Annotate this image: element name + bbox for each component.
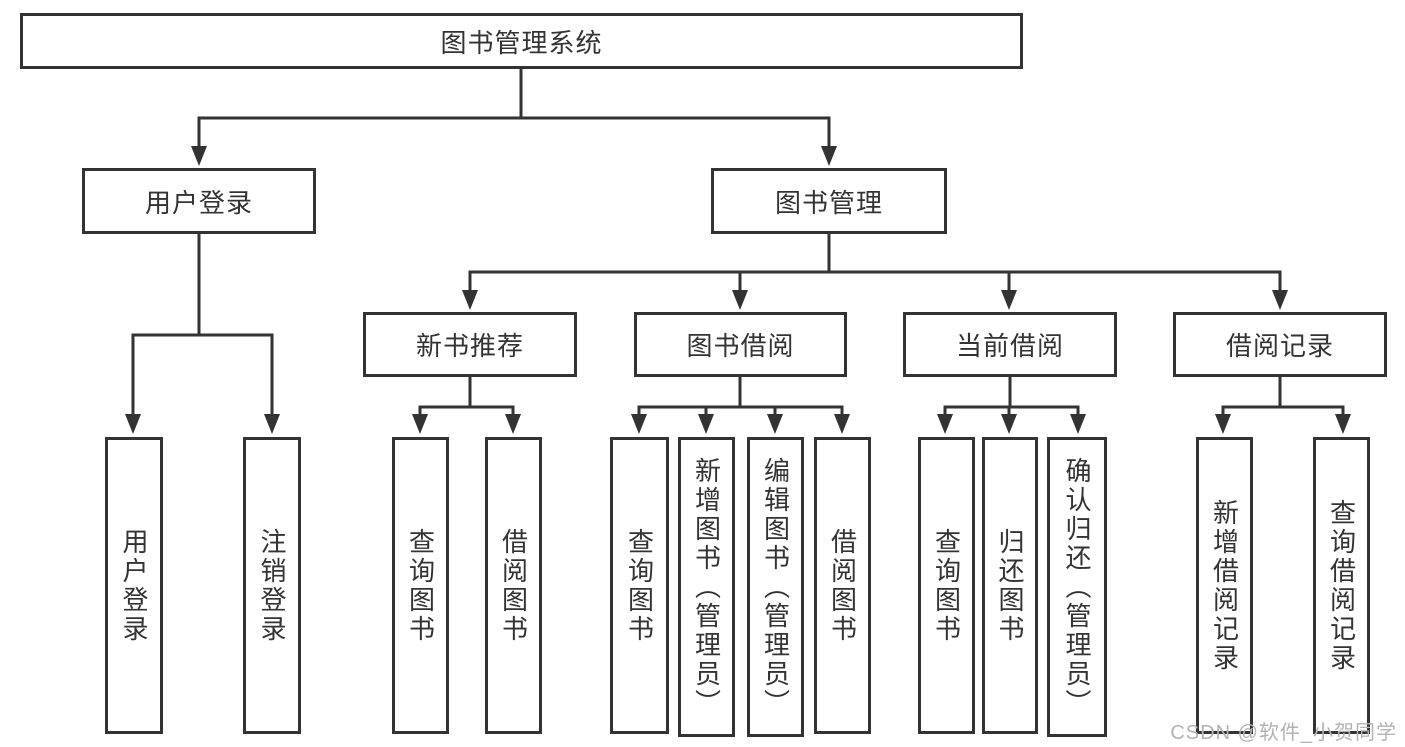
- arrowhead-icon: [698, 414, 714, 434]
- node-query-books-current: 查询图书: [918, 437, 975, 734]
- node-query-borrow-record: 查询借阅记录: [1313, 437, 1370, 734]
- node-borrow-books-leaf: 借阅图书: [814, 437, 871, 734]
- connector-line: [468, 270, 1282, 296]
- node-add-books-admin: 新增图书（管理员）: [678, 437, 735, 737]
- node-book-management-branch: 图书管理: [711, 168, 947, 234]
- node-logout-leaf: 注销登录: [243, 437, 301, 734]
- arrowhead-icon: [767, 414, 783, 434]
- node-user-login-branch: 用户登录: [82, 168, 316, 234]
- arrowhead-icon: [505, 414, 521, 434]
- connector-line: [1221, 405, 1345, 420]
- node-query-books-recommend: 查询图书: [392, 437, 449, 734]
- arrowhead-icon: [1335, 414, 1351, 434]
- node-current-borrowing: 当前借阅: [903, 312, 1117, 377]
- node-confirm-return-admin: 确认归还（管理员）: [1047, 437, 1107, 737]
- node-borrow-books-recommend: 借阅图书: [485, 437, 542, 734]
- arrowhead-icon: [1070, 414, 1086, 434]
- node-borrowing-records: 借阅记录: [1173, 312, 1387, 377]
- connector-line: [418, 405, 515, 420]
- arrowhead-icon: [191, 146, 207, 166]
- arrowhead-icon: [631, 414, 647, 434]
- arrowhead-icon: [1272, 290, 1288, 310]
- arrowhead-icon: [264, 414, 280, 434]
- arrowhead-icon: [412, 414, 428, 434]
- connector-line: [637, 405, 844, 420]
- arrowhead-icon: [821, 146, 837, 166]
- connector-line: [943, 405, 1080, 420]
- node-return-books: 归还图书: [982, 437, 1038, 734]
- arrowhead-icon: [732, 290, 748, 310]
- arrowhead-icon: [125, 414, 141, 434]
- node-add-borrow-record: 新增借阅记录: [1196, 437, 1253, 734]
- arrowhead-icon: [937, 414, 953, 434]
- arrowhead-icon: [1001, 290, 1017, 310]
- arrowhead-icon: [834, 414, 850, 434]
- arrowhead-icon: [1001, 414, 1017, 434]
- node-query-books-borrowing: 查询图书: [610, 437, 669, 734]
- arrowhead-icon: [462, 290, 478, 310]
- node-user-login-leaf: 用户登录: [105, 437, 163, 734]
- node-new-book-recommend: 新书推荐: [363, 312, 577, 377]
- connector-line: [131, 333, 274, 420]
- watermark: CSDN @软件_小贺同学: [1170, 722, 1397, 744]
- connector-line: [197, 116, 831, 152]
- node-book-borrowing: 图书借阅: [634, 312, 847, 377]
- node-edit-books-admin: 编辑图书（管理员）: [747, 437, 804, 737]
- arrowhead-icon: [1215, 414, 1231, 434]
- node-library-management-system: 图书管理系统: [20, 13, 1023, 69]
